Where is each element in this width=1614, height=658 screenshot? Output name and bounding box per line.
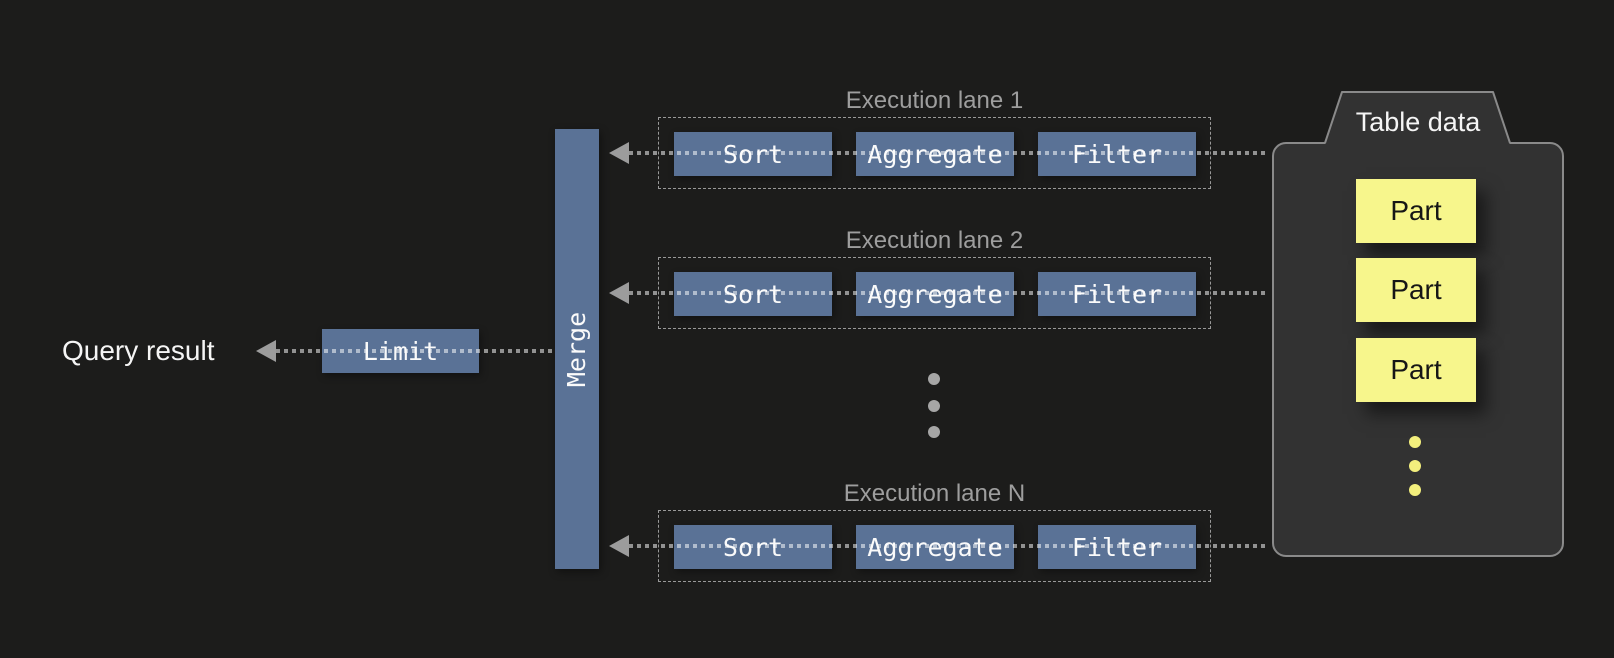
parts-ellipsis-dot bbox=[1409, 436, 1421, 448]
arrow-left-icon bbox=[256, 340, 276, 362]
arrow-left-icon bbox=[609, 282, 629, 304]
merge-label: Merge bbox=[562, 311, 592, 387]
query-result-label: Query result bbox=[62, 335, 215, 366]
part-box: Part bbox=[1356, 258, 1476, 322]
limit-flow-line bbox=[276, 349, 555, 353]
lanes-ellipsis-dot bbox=[928, 373, 940, 385]
parts-ellipsis-dot bbox=[1409, 484, 1421, 496]
part-box: Part bbox=[1356, 179, 1476, 243]
lane-1-flow-line bbox=[629, 151, 1268, 155]
lane-2-flow-line bbox=[629, 291, 1268, 295]
table-data-tab bbox=[1324, 91, 1511, 145]
arrow-left-icon bbox=[609, 142, 629, 164]
lane-1-label: Execution lane 1 bbox=[845, 87, 1024, 114]
lane-n-label: Execution lane N bbox=[843, 480, 1026, 507]
lanes-ellipsis-dot bbox=[928, 400, 940, 412]
parts-ellipsis-dot bbox=[1409, 460, 1421, 472]
lanes-ellipsis-dot bbox=[928, 426, 940, 438]
lane-n-flow-line bbox=[629, 544, 1268, 548]
part-box: Part bbox=[1356, 338, 1476, 402]
arrow-left-icon bbox=[609, 535, 629, 557]
merge-bar: Merge bbox=[555, 129, 599, 569]
lane-2-label: Execution lane 2 bbox=[845, 227, 1024, 254]
table-data-label: Table data bbox=[1355, 107, 1481, 137]
